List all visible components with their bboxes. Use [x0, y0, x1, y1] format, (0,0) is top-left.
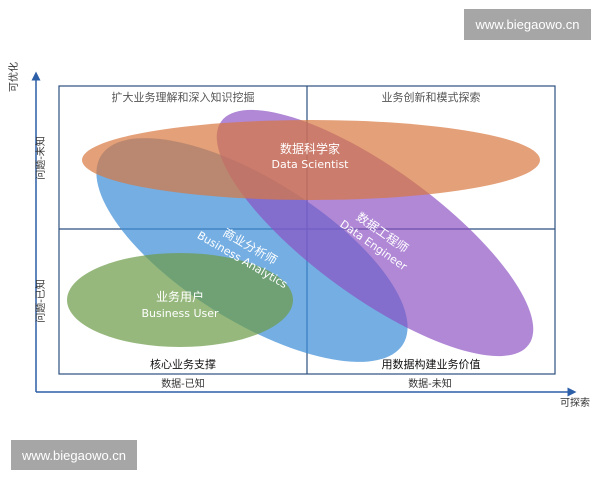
watermark-top: www.biegaowo.cn — [464, 9, 591, 40]
y-label-unknown: 问题-未知 — [34, 136, 47, 180]
x-axis-title: 可探索 — [560, 396, 590, 409]
role-business-user-en: Business User — [141, 307, 219, 320]
role-data-scientist-en: Data Scientist — [272, 158, 350, 171]
ellipse-business-analytics — [96, 138, 408, 362]
role-data-scientist-cn: 数据科学家 — [280, 141, 340, 156]
quadrant-label-top-right: 业务创新和模式探索 — [382, 90, 481, 104]
x-label-known: 数据-已知 — [161, 377, 205, 390]
y-axis-title: 可优化 — [7, 62, 20, 92]
quadrant-label-bottom-left: 核心业务支撑 — [150, 357, 216, 371]
x-label-unknown: 数据-未知 — [408, 377, 452, 390]
watermark-bottom: www.biegaowo.cn — [11, 440, 137, 470]
ellipse-data-scientist — [82, 120, 540, 200]
quadrant-label-bottom-right: 用数据构建业务价值 — [382, 357, 481, 371]
ellipse-business-user — [67, 253, 293, 347]
quadrant-label-top-left: 扩大业务理解和深入知识挖掘 — [112, 90, 255, 104]
role-business-user-cn: 业务用户 — [156, 289, 204, 304]
y-label-known: 问题-已知 — [34, 279, 47, 323]
